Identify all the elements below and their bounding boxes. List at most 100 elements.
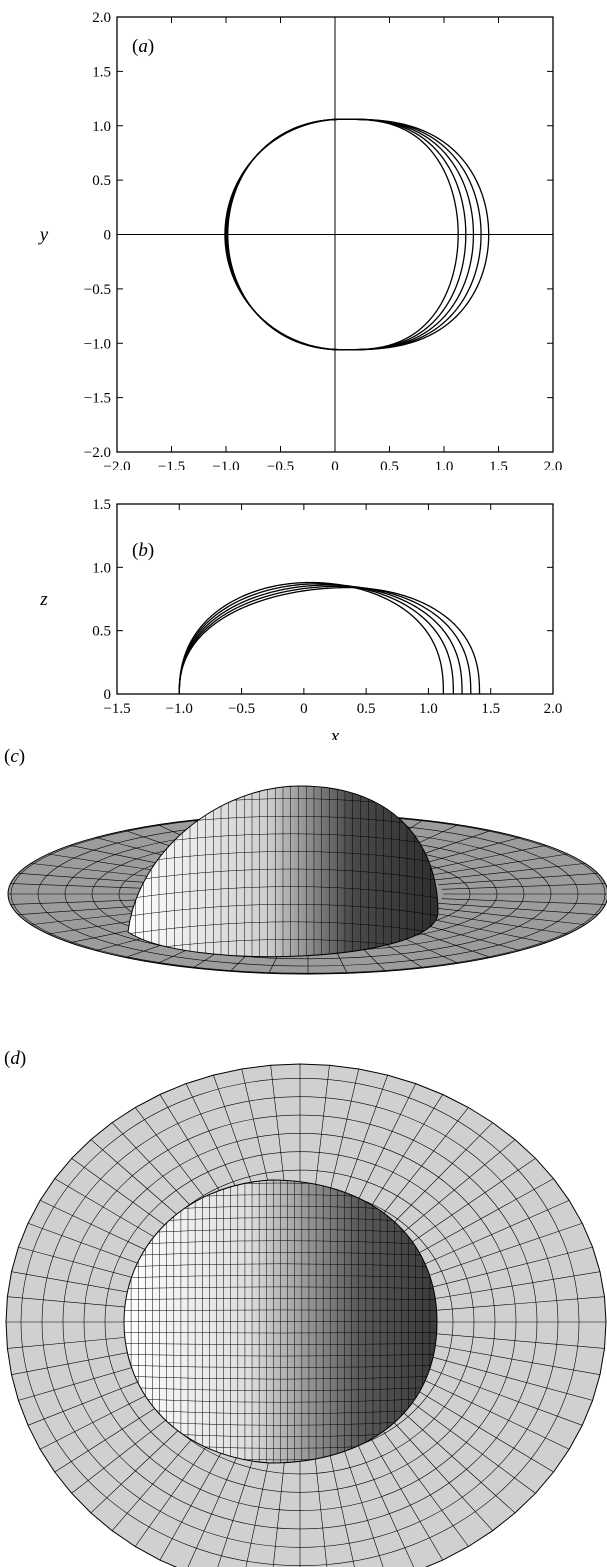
mesh-line-horizontal xyxy=(124,1275,437,1279)
substrate-spoke xyxy=(415,915,547,943)
substrate-spoke xyxy=(325,1068,360,1210)
y-tick-label: 2.0 xyxy=(92,10,111,26)
y-tick-label: 0.5 xyxy=(92,624,111,640)
y-tick-label: −1.0 xyxy=(84,336,111,352)
substrate-spoke xyxy=(373,1107,469,1227)
render-top-view: (d) xyxy=(4,1048,607,1567)
y-tick-label: −0.5 xyxy=(84,282,111,298)
substrate-spoke xyxy=(409,1385,554,1473)
y-axis-title: z xyxy=(39,589,48,610)
chart-a: −2.0 −1.5 −1.0 −0.5 0 0.5 1.0 1.5 2.0 −2.0 −1.5 −1.… xyxy=(38,10,563,470)
substrate-spoke xyxy=(361,1423,444,1561)
substrate-spoke xyxy=(401,1158,536,1250)
mesh-line-horizontal xyxy=(124,1353,437,1357)
x-tick-label: 0 xyxy=(300,701,308,717)
substrate-spoke xyxy=(338,1075,388,1212)
panel-label-a: (a) xyxy=(132,36,154,57)
side-profile-curve xyxy=(178,584,463,695)
x-tick-label: 0.5 xyxy=(357,701,376,717)
substrate-spoke xyxy=(338,1432,384,1567)
mesh-line-horizontal xyxy=(128,921,438,938)
panel-a: −2.0 −1.5 −1.0 −0.5 0 0.5 1.0 1.5 2.0 −2.0 −1.5 −1.… xyxy=(0,0,607,470)
x-tick-label: −1.5 xyxy=(103,701,130,717)
mesh-line-horizontal xyxy=(124,1375,437,1380)
mesh-line-horizontal xyxy=(124,1286,437,1290)
y-tick-label: 1.0 xyxy=(92,119,111,135)
substrate-spoke xyxy=(438,872,598,885)
panel-label-d: (d) xyxy=(4,1048,26,1069)
y-tick-label: −1.5 xyxy=(84,391,111,407)
substrate-spoke xyxy=(361,1094,444,1221)
mesh-line-horizontal xyxy=(124,1298,437,1300)
substrate-spoke xyxy=(393,1139,516,1241)
substrate-spoke xyxy=(421,1365,583,1426)
droplet-surface xyxy=(123,1179,438,1464)
substrate-spoke xyxy=(373,1417,469,1547)
x-tick-label: 1.0 xyxy=(435,459,454,470)
side-profile-curve xyxy=(178,583,454,695)
x-tick-label: 0 xyxy=(331,459,339,470)
mesh-line-horizontal xyxy=(128,868,438,885)
substrate-spoke xyxy=(429,1344,601,1375)
substrate-spoke xyxy=(424,911,568,935)
y-tick-label: 0 xyxy=(104,228,112,244)
mesh-line-horizontal xyxy=(124,1343,437,1345)
side-profile-curve xyxy=(178,581,445,695)
substrate-spoke xyxy=(429,1271,601,1300)
x-tick-label: −1.0 xyxy=(166,701,193,717)
substrate-spoke xyxy=(416,1376,570,1450)
x-tick-label: 1.0 xyxy=(419,701,438,717)
mesh-line-horizontal xyxy=(128,886,438,902)
substrate-spoke xyxy=(393,1403,516,1514)
mesh-line-horizontal xyxy=(124,1309,437,1311)
substrate-spoke xyxy=(312,1436,328,1567)
x-tick-label: 0.5 xyxy=(380,459,399,470)
substrate-spoke xyxy=(432,907,586,925)
side-profile-curve xyxy=(178,586,481,695)
mesh-line-horizontal xyxy=(124,1240,437,1246)
mesh-line-horizontal xyxy=(124,1386,437,1391)
x-tick-label: 1.5 xyxy=(481,701,500,717)
substrate-spoke xyxy=(431,1333,605,1349)
droplet-surface xyxy=(127,785,439,958)
side-profile-curve xyxy=(178,585,472,695)
y-tick-label: 1.0 xyxy=(92,560,111,576)
substrate-spoke xyxy=(350,1428,414,1567)
x-tick-label: −2.0 xyxy=(103,459,130,470)
mesh-line-horizontal xyxy=(124,1332,437,1334)
substrate-spoke xyxy=(312,1065,330,1208)
substrate-spoke xyxy=(426,1246,593,1289)
mesh-line-horizontal xyxy=(124,1408,437,1415)
substrate-spoke xyxy=(415,845,547,873)
x-tick-label: −0.5 xyxy=(267,459,294,470)
substrate-spoke xyxy=(438,903,598,916)
substrate-spoke xyxy=(426,1355,593,1401)
substrate-spoke xyxy=(383,1410,493,1531)
substrate-spoke xyxy=(441,898,606,905)
substrate-spoke xyxy=(401,1394,536,1494)
y-tick-label: −2.0 xyxy=(84,445,111,461)
substrate-spoke xyxy=(431,1296,605,1311)
substrate-spoke xyxy=(416,1200,570,1268)
mesh-line-horizontal xyxy=(128,851,438,867)
x-tick-label: −0.5 xyxy=(228,701,255,717)
panel-d: (d) xyxy=(0,1040,607,1567)
substrate-spoke xyxy=(325,1435,355,1567)
substrate-spoke xyxy=(409,1178,554,1259)
x-tick-label: 1.5 xyxy=(489,459,508,470)
substrate-spoke xyxy=(350,1083,416,1216)
render-oblique-view: (c) xyxy=(4,746,607,975)
substrate-spoke xyxy=(421,1222,583,1279)
plot-frame xyxy=(116,503,554,695)
mesh-line-horizontal xyxy=(124,1252,437,1257)
x-tick-label: 2.0 xyxy=(544,701,563,717)
x-tick-label: −1.0 xyxy=(212,459,239,470)
y-tick-label: 0.5 xyxy=(92,173,111,189)
panel-c: (c) xyxy=(0,740,607,1040)
x-tick-label: −1.5 xyxy=(158,459,185,470)
mesh-line-horizontal xyxy=(124,1397,437,1403)
y-tick-label: 0 xyxy=(104,687,112,703)
panel-label-b: (b) xyxy=(132,540,154,561)
